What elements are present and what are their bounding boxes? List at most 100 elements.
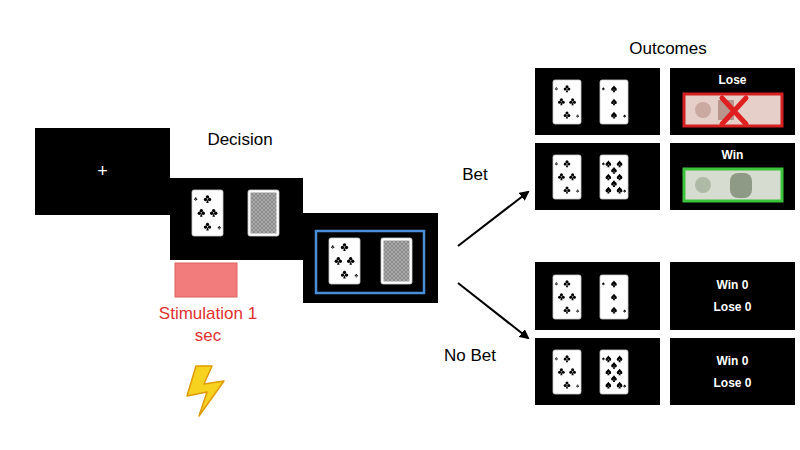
club-pip [558,101,561,104]
club-pip [564,358,567,361]
club-pip [576,116,577,117]
club-pip [562,101,565,104]
screen-text: Lose 0 [713,372,751,394]
bet-arrow [458,192,528,246]
stage-label: Decision [190,129,290,151]
screen-text: Win [722,148,744,162]
club-pip [571,297,573,300]
outcome-screen [670,262,795,330]
spade-pip [611,112,617,119]
club-pip [204,198,207,201]
club-pip [219,227,221,229]
club-pip [202,212,205,215]
club-pip [218,227,220,229]
screen-text: Lose [718,73,746,87]
club-pip [558,176,561,179]
club-pip [356,276,357,278]
club-pip [355,275,357,277]
spade-pip [606,355,612,362]
spade-pip [606,174,612,181]
outcome-screen [670,338,795,405]
club-pip [566,115,568,118]
decision-screen [170,178,303,260]
outcome-screen [670,68,795,135]
spade-pip [611,167,617,174]
club-pip [339,260,342,263]
spade-pip [611,180,617,187]
card-face [381,238,412,284]
club-pip [566,284,568,287]
fixation-screen: + [35,128,170,215]
club-pip [573,371,576,374]
no-bet-outcome: Win 0Lose 0 [670,262,795,330]
club-pip [567,189,570,192]
club-pip [569,371,572,374]
club-pip [571,372,573,375]
club-pip [212,213,215,217]
club-pip [206,199,209,203]
club-pip [578,311,579,312]
club-pip [566,89,568,92]
outcome-screen [535,68,660,135]
club-pip [219,228,220,230]
stimulation-label: Stimulation 1 sec [158,303,258,347]
spade-pip [623,190,626,193]
club-pip [560,297,562,300]
club-pip [556,163,557,164]
spade-pip [623,115,626,118]
win-outcome: Win [670,143,795,210]
spade-pip [602,87,605,90]
club-pip [195,199,196,201]
club-pip [341,273,344,276]
card-face [553,155,581,199]
club-pip [562,176,565,179]
club-pip [556,359,557,360]
card-face [192,190,223,236]
card-back [251,193,277,234]
club-pip [564,283,567,286]
club-pip [556,284,557,285]
club-pip [576,311,577,312]
card-face [329,238,360,284]
screen-text: Win 0 [717,274,749,296]
club-pip [343,247,346,251]
bill-portrait [730,173,752,198]
club-pip [341,246,344,249]
no-bet-outcome: Win 0Lose 0 [670,338,795,405]
club-pip [573,176,576,179]
bill-seal [695,102,711,118]
spade-pip [606,382,612,389]
spade-pip [623,385,626,388]
club-pip [569,176,572,179]
club-pip [564,114,567,117]
club-pip [333,247,335,249]
club-pip [566,385,568,388]
club-pip [578,116,579,117]
club-pip [208,225,211,228]
spade-pip [617,369,623,376]
club-pip [566,310,568,313]
outcome-screen [535,338,660,405]
spade-pip [611,375,617,382]
club-pip [210,212,213,215]
card-back [384,241,410,282]
club-pip [556,283,557,284]
outcome-screen [535,262,660,330]
club-pip [332,247,333,249]
club-pip [555,163,556,164]
spade-pip [617,160,623,167]
club-pip [349,261,352,265]
fixation-screen [35,128,170,215]
club-pip [567,384,570,387]
club-pip [560,102,562,105]
club-pip [576,191,577,192]
outcome-screen [670,143,795,210]
spade-pip [602,357,605,360]
club-pip [573,101,576,104]
screen-text: + [97,161,108,183]
club-pip [556,358,557,359]
club-pip [567,283,570,286]
spade-pip [617,382,623,389]
club-pip [556,88,557,89]
club-pip [196,199,198,201]
